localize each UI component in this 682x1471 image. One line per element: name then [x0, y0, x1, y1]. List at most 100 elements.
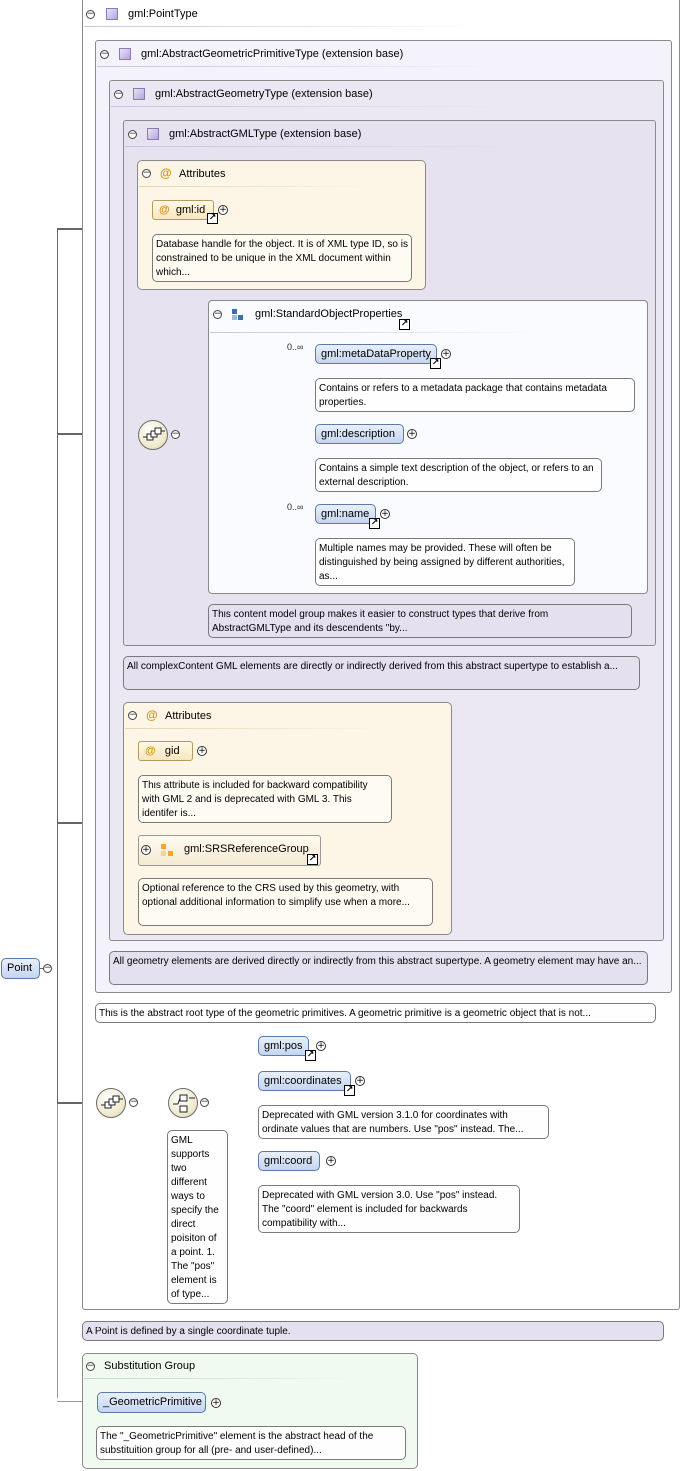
- attribute-icon: @: [160, 166, 172, 180]
- geometric-primitive-label: _GeometricPrimitive: [103, 1396, 203, 1408]
- expand-toggle[interactable]: +: [326, 1156, 336, 1166]
- point-element[interactable]: Point: [1, 958, 40, 979]
- name-doc: Multiple names may be provided. These wi…: [315, 538, 575, 586]
- gid-attribute[interactable]: @ gid: [138, 741, 193, 761]
- collapse-toggle[interactable]: −: [128, 129, 137, 139]
- reference-arrow-icon: ↗: [305, 1050, 316, 1061]
- choice-compositor-icon[interactable]: [168, 1088, 198, 1118]
- reference-arrow-icon: ↗: [307, 854, 318, 865]
- coordinates-doc: Deprecated with GML version 3.1.0 for co…: [258, 1105, 549, 1139]
- expand-toggle[interactable]: +: [211, 1398, 221, 1408]
- name-label: gml:name: [321, 508, 370, 520]
- gml-type-doc: All complexContent GML elements are dire…: [123, 656, 640, 690]
- gml-id-attribute[interactable]: @ gml:id: [152, 200, 214, 220]
- coord-label: gml:coord: [264, 1155, 313, 1167]
- std-props-title: gml:StandardObjectProperties: [255, 308, 403, 320]
- srs-reference-group[interactable]: [138, 835, 321, 866]
- attribute-icon: @: [146, 708, 158, 722]
- collapse-toggle[interactable]: −: [114, 89, 123, 99]
- expand-toggle[interactable]: +: [407, 429, 417, 439]
- header-rule: [111, 106, 511, 107]
- metadata-property-element[interactable]: gml:metaDataProperty: [315, 344, 437, 364]
- reference-arrow-icon: ↗: [369, 518, 380, 529]
- header-rule: [125, 728, 385, 729]
- complex-type-icon: [133, 88, 145, 100]
- expand-toggle[interactable]: +: [316, 1041, 326, 1051]
- description-doc: Contains a simple text description of th…: [315, 458, 602, 492]
- point-doc: A Point is defined by a single coordinat…: [82, 1321, 664, 1341]
- choice-doc: GML supports two different ways to speci…: [167, 1130, 228, 1304]
- attribute-icon: @: [159, 204, 170, 216]
- sequence-compositor-icon[interactable]: [138, 420, 168, 450]
- connector: [57, 1102, 97, 1104]
- gid-doc: This attribute is included for backward …: [138, 775, 392, 823]
- attributes-title: Attributes: [179, 168, 226, 180]
- collapse-toggle[interactable]: −: [43, 963, 52, 973]
- collapse-toggle[interactable]: −: [200, 1097, 209, 1107]
- connector: [57, 228, 58, 1103]
- complex-type-icon: [147, 128, 159, 140]
- header-rule: [125, 146, 525, 147]
- connector: [57, 1401, 97, 1402]
- header-rule: [84, 1378, 364, 1379]
- attribute-icon: @: [145, 745, 156, 757]
- sequence-compositor-icon[interactable]: [96, 1088, 126, 1118]
- attribute-group-icon: [161, 844, 173, 856]
- reference-arrow-icon: ↗: [399, 319, 410, 330]
- metadata-property-doc: Contains or refers to a metadata package…: [315, 378, 635, 412]
- geometry-type-doc: All geometry elements are derived direct…: [109, 951, 648, 985]
- collapse-toggle[interactable]: −: [213, 309, 222, 319]
- coord-element[interactable]: gml:coord: [258, 1151, 320, 1171]
- pos-label: gml:pos: [264, 1040, 303, 1052]
- collapse-toggle[interactable]: −: [86, 9, 95, 19]
- expand-toggle[interactable]: +: [380, 509, 390, 519]
- expand-toggle[interactable]: +: [141, 845, 151, 855]
- std-props-doc: This content model group makes it easier…: [208, 604, 632, 638]
- gml-id-label: gml:id: [175, 204, 206, 216]
- cardinality-label: 0..∞: [287, 502, 304, 512]
- cardinality-label: 0..∞: [287, 342, 304, 352]
- geometric-primitive-element[interactable]: _GeometricPrimitive: [97, 1392, 206, 1413]
- header-rule: [210, 332, 540, 333]
- name-element[interactable]: gml:name: [315, 504, 376, 524]
- collapse-toggle[interactable]: −: [100, 49, 109, 59]
- pos-element[interactable]: gml:pos: [258, 1036, 309, 1056]
- expand-toggle[interactable]: +: [197, 746, 207, 756]
- expand-toggle[interactable]: +: [355, 1076, 365, 1086]
- point-label: Point: [7, 962, 33, 974]
- reference-arrow-icon: ↗: [430, 358, 441, 369]
- description-label: gml:description: [321, 428, 395, 440]
- collapse-toggle[interactable]: −: [128, 710, 137, 720]
- geometry-type-title: gml:AbstractGeometryType (extension base…: [155, 88, 373, 100]
- collapse-toggle[interactable]: −: [171, 429, 180, 439]
- expand-toggle[interactable]: +: [218, 205, 228, 215]
- header-rule: [139, 186, 379, 187]
- srs-reference-label: gml:SRSReferenceGroup: [184, 843, 309, 855]
- primitive-type-doc: This is the abstract root type of the ge…: [95, 1003, 656, 1023]
- srs-reference-doc: Optional reference to the CRS used by th…: [138, 878, 433, 926]
- connector: [57, 1103, 58, 1398]
- point-type-title: gml:PointType: [128, 8, 198, 20]
- expand-toggle[interactable]: +: [441, 349, 451, 359]
- primitive-type-title: gml:AbstractGeometricPrimitiveType (exte…: [141, 48, 404, 60]
- collapse-toggle[interactable]: −: [142, 168, 151, 178]
- coordinates-label: gml:coordinates: [264, 1075, 342, 1087]
- gml-type-title: gml:AbstractGMLType (extension base): [169, 128, 362, 140]
- complex-type-icon: [119, 48, 131, 60]
- substitution-doc: The "_GeometricPrimitive" element is the…: [96, 1426, 406, 1460]
- collapse-toggle[interactable]: −: [86, 1361, 95, 1371]
- substitution-group-title: Substitution Group: [104, 1360, 196, 1372]
- coordinates-element[interactable]: gml:coordinates: [258, 1071, 351, 1091]
- header-rule: [84, 26, 484, 27]
- group-icon: [232, 309, 243, 320]
- header-rule: [97, 66, 497, 67]
- metadata-property-label: gml:metaDataProperty: [321, 348, 432, 360]
- reference-arrow-icon: ↗: [207, 213, 218, 224]
- gml-id-doc: Database handle for the object. It is of…: [152, 234, 412, 282]
- collapse-toggle[interactable]: −: [129, 1097, 138, 1107]
- description-element[interactable]: gml:description: [315, 424, 404, 444]
- attributes-title: Attributes: [165, 710, 212, 722]
- coord-doc: Deprecated with GML version 3.0. Use "po…: [258, 1185, 520, 1233]
- complex-type-icon: [106, 8, 118, 20]
- reference-arrow-icon: ↗: [344, 1085, 355, 1096]
